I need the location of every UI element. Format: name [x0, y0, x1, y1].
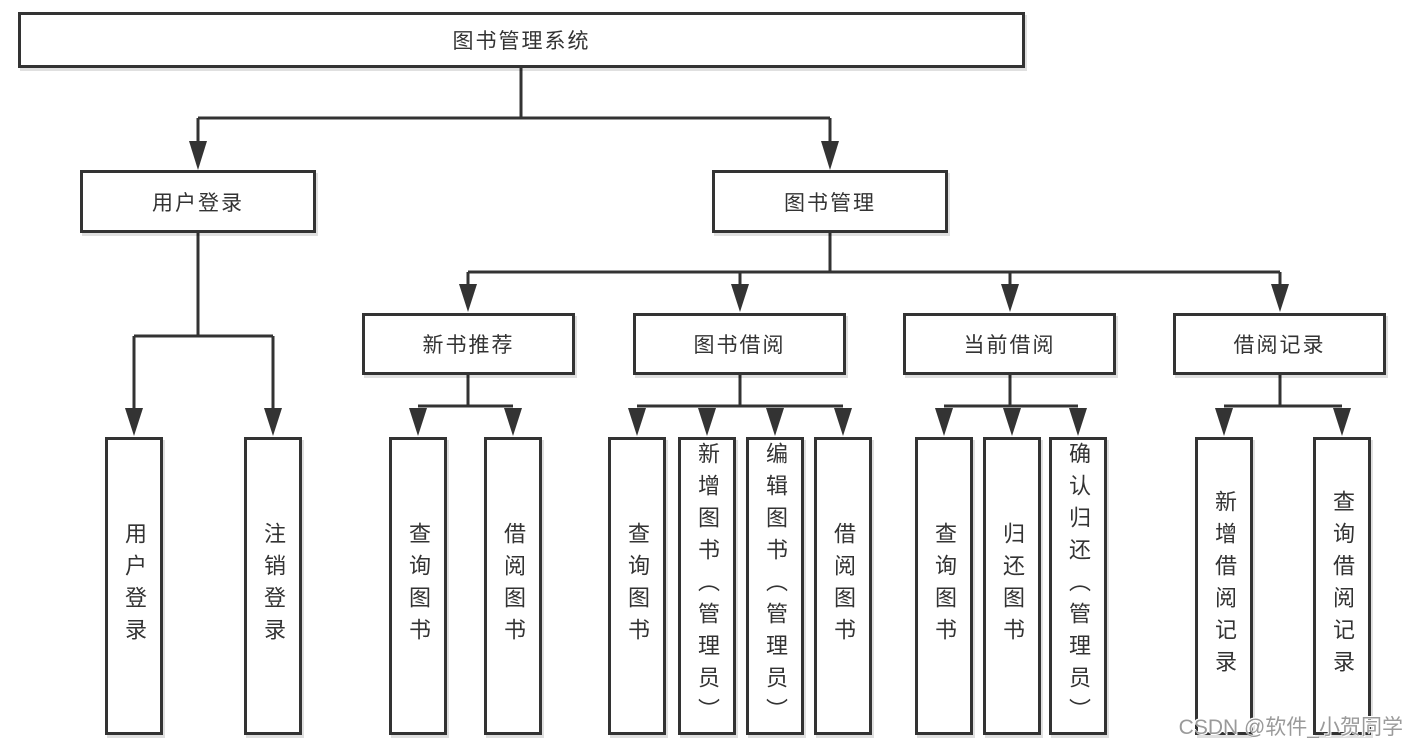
leaf-label: 新增图书（管理员） [695, 442, 720, 730]
node-library-management-system: 图书管理系统 [18, 12, 1025, 68]
leaf-label: 查询图书 [625, 522, 650, 650]
arrowhead-icon [1271, 284, 1289, 312]
leaf-label: 确认归还（管理员） [1066, 442, 1091, 730]
arrowhead-icon [731, 284, 749, 312]
arrowhead-icon [264, 408, 282, 436]
arrowhead-icon [1003, 408, 1021, 436]
leaf-borrow-books-recommend: 借阅图书 [484, 437, 542, 735]
leaf-query-books-recommend: 查询图书 [389, 437, 447, 735]
leaf-user-login: 用户登录 [105, 437, 163, 735]
node-label: 当前借阅 [963, 334, 1056, 357]
arrowhead-icon [459, 284, 477, 312]
arrowhead-icon [821, 141, 839, 170]
arrowhead-icon [698, 408, 716, 436]
node-label: 图书借阅 [693, 334, 786, 357]
leaf-label: 查询图书 [406, 522, 431, 650]
leaf-label: 查询图书 [932, 522, 957, 650]
leaf-label: 借阅图书 [831, 522, 856, 650]
arrowhead-icon [189, 141, 207, 170]
leaf-edit-books-admin: 编辑图书（管理员） [746, 437, 804, 735]
node-user-login: 用户登录 [80, 170, 316, 233]
leaf-borrow-books: 借阅图书 [814, 437, 872, 735]
leaf-logout: 注销登录 [244, 437, 302, 735]
leaf-label: 用户登录 [122, 522, 147, 650]
node-label: 图书管理系统 [452, 30, 591, 53]
node-label: 新书推荐 [422, 334, 515, 357]
leaf-query-books-borrow: 查询图书 [608, 437, 666, 735]
leaf-confirm-return-admin: 确认归还（管理员） [1049, 437, 1107, 735]
arrowhead-icon [766, 408, 784, 436]
csdn-watermark: CSDN @软件_小贺同学 [1178, 716, 1403, 739]
node-book-management: 图书管理 [712, 170, 948, 233]
arrowhead-icon [125, 408, 143, 436]
node-label: 借阅记录 [1233, 334, 1326, 357]
leaf-label: 编辑图书（管理员） [763, 442, 788, 730]
arrowhead-icon [504, 408, 522, 436]
arrowhead-icon [935, 408, 953, 436]
leaf-return-books: 归还图书 [983, 437, 1041, 735]
leaf-add-books-admin: 新增图书（管理员） [678, 437, 736, 735]
arrowhead-icon [1333, 408, 1351, 436]
leaf-query-borrow-record: 查询借阅记录 [1313, 437, 1371, 735]
leaf-query-books-current: 查询图书 [915, 437, 973, 735]
arrowhead-icon [628, 408, 646, 436]
node-label: 用户登录 [152, 191, 244, 215]
node-borrowing-records: 借阅记录 [1173, 313, 1386, 375]
arrowhead-icon [834, 408, 852, 436]
node-new-book-recommendation: 新书推荐 [362, 313, 575, 375]
arrowhead-icon [1215, 408, 1233, 436]
node-label: 图书管理 [784, 191, 876, 215]
leaf-add-borrow-record: 新增借阅记录 [1195, 437, 1253, 735]
arrowhead-icon [1069, 408, 1087, 436]
node-book-borrowing: 图书借阅 [633, 313, 846, 375]
leaf-label: 归还图书 [1000, 522, 1025, 650]
leaf-label: 新增借阅记录 [1212, 490, 1237, 682]
arrowhead-icon [1001, 284, 1019, 312]
leaf-label: 借阅图书 [501, 522, 526, 650]
node-current-borrowing: 当前借阅 [903, 313, 1116, 375]
leaf-label: 查询借阅记录 [1330, 490, 1355, 682]
leaf-label: 注销登录 [261, 522, 286, 650]
arrowhead-icon [409, 408, 427, 436]
